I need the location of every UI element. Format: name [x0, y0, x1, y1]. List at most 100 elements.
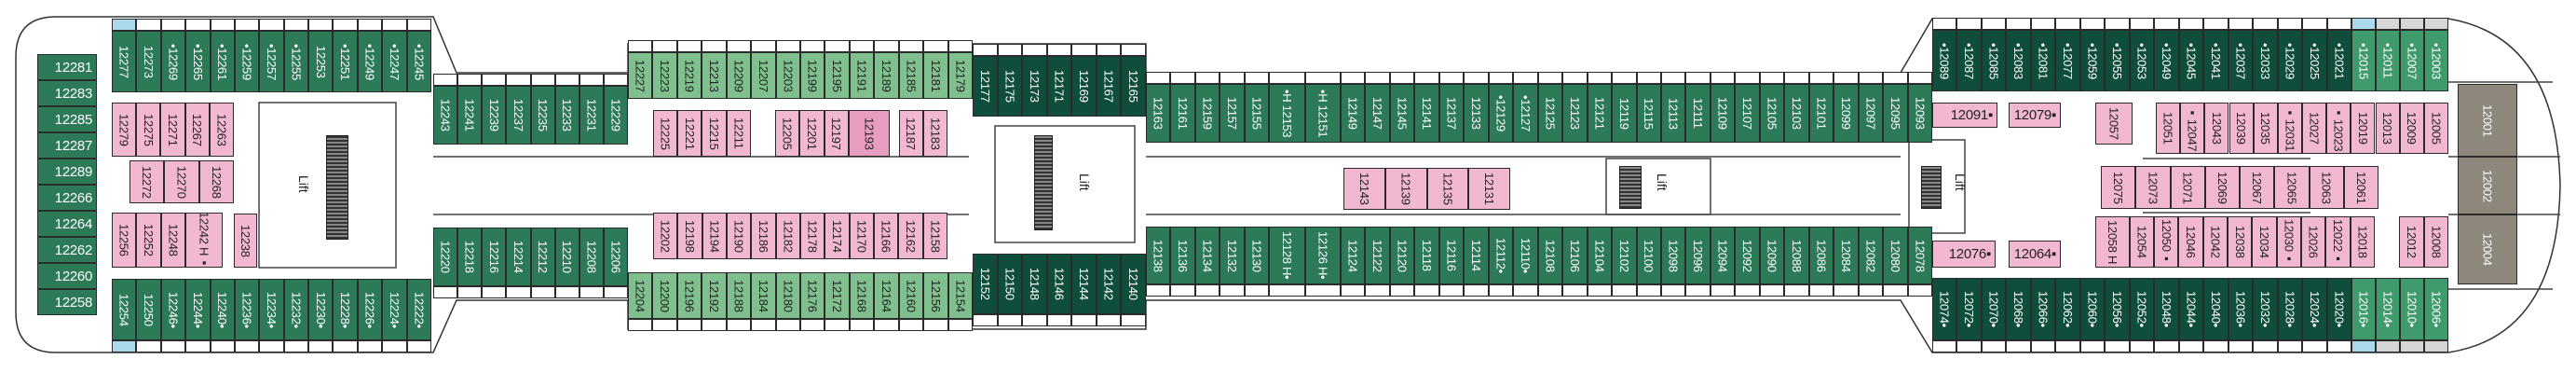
cabin-12003[interactable]: •12003: [2424, 30, 2448, 91]
cabin-12232[interactable]: 12232•: [283, 279, 309, 340]
cabin-12064[interactable]: 12064▪: [2009, 241, 2061, 268]
cabin-12012[interactable]: 12012: [2399, 216, 2424, 268]
cabin-12211[interactable]: 12211: [726, 110, 751, 157]
cabin-12182[interactable]: 12182: [775, 213, 800, 259]
cabin-12261[interactable]: •12261: [210, 31, 235, 92]
cabin-12159[interactable]: 12159: [1194, 84, 1220, 143]
cabin-12169[interactable]: 12169: [1071, 56, 1097, 117]
cabin-12216[interactable]: 12216: [482, 228, 507, 286]
cabin-12096[interactable]: 12096: [1685, 227, 1711, 284]
cabin-12007[interactable]: •12007: [2400, 30, 2424, 91]
cabin-12121[interactable]: 12121: [1587, 84, 1613, 143]
cabin-12031[interactable]: ▪12031: [2277, 103, 2302, 154]
cabin-12016[interactable]: 12016•: [2351, 278, 2376, 340]
cabin-12108[interactable]: 12108: [1537, 227, 1563, 284]
cabin-12107[interactable]: 12107: [1735, 84, 1760, 143]
cabin-12206[interactable]: 12206: [603, 228, 628, 286]
cabin-12099[interactable]: 12099: [1833, 84, 1859, 143]
cabin-12134[interactable]: 12134: [1194, 227, 1220, 284]
cabin-12063[interactable]: 12063: [2309, 166, 2344, 209]
cabin-12126[interactable]: 12126 H•: [1304, 227, 1341, 284]
cabin-12241[interactable]: 12241: [457, 86, 483, 145]
cabin-12080[interactable]: 12080: [1883, 227, 1908, 284]
cabin-12075[interactable]: 12075: [2101, 166, 2136, 209]
cabin-12289[interactable]: 12289: [37, 159, 97, 185]
cabin-12247[interactable]: •12247: [382, 31, 407, 92]
cabin-12181[interactable]: 12181: [923, 52, 948, 99]
cabin-12145[interactable]: 12145: [1389, 84, 1415, 143]
cabin-12156[interactable]: 12156: [923, 272, 948, 319]
cabin-12219[interactable]: 12219: [676, 52, 702, 99]
cabin-12222[interactable]: 12222•: [406, 279, 431, 340]
cabin-12149[interactable]: 12149: [1341, 84, 1366, 143]
cabin-12058[interactable]: 12058 H: [2095, 216, 2130, 268]
cabin-12059[interactable]: •12059: [2079, 30, 2106, 91]
cabin-12263[interactable]: 12263: [209, 103, 234, 157]
cabin-12060[interactable]: 12060•: [2079, 278, 2106, 340]
cabin-12193[interactable]: 12193: [848, 110, 891, 157]
cabin-12053[interactable]: •12053: [2129, 30, 2155, 91]
cabin-12082[interactable]: 12082: [1858, 227, 1884, 284]
cabin-12122[interactable]: 12122: [1365, 227, 1390, 284]
cabin-12088[interactable]: 12088: [1784, 227, 1809, 284]
cabin-12061[interactable]: 12061: [2343, 166, 2378, 209]
cabin-12148[interactable]: 12148: [1022, 254, 1047, 314]
cabin-12113[interactable]: 12113: [1660, 84, 1686, 143]
cabin-12045[interactable]: •12045: [2178, 30, 2204, 91]
cabin-12087[interactable]: •12087: [1956, 30, 1982, 91]
cabin-12204[interactable]: 12204: [628, 272, 653, 319]
cabin-12089[interactable]: •12089: [1932, 30, 1957, 91]
cabin-12010[interactable]: 12010•: [2400, 278, 2424, 340]
cabin-12124[interactable]: 12124: [1341, 227, 1366, 284]
cabin-12046[interactable]: 12046: [2178, 216, 2203, 268]
cabin-12030[interactable]: 12030▪: [2276, 216, 2302, 268]
cabin-12165[interactable]: 12165: [1121, 56, 1146, 117]
cabin-12055[interactable]: •12055: [2105, 30, 2130, 91]
cabin-12067[interactable]: 12067: [2240, 166, 2275, 209]
cabin-12246[interactable]: 12246•: [160, 279, 186, 340]
cabin-12146[interactable]: 12146: [1046, 254, 1072, 314]
cabin-12235[interactable]: 12235: [530, 86, 555, 145]
cabin-12132[interactable]: 12132: [1220, 227, 1245, 284]
cabin-12256[interactable]: 12256: [112, 213, 137, 268]
cabin-12262[interactable]: 12262: [37, 237, 97, 263]
cabin-12168[interactable]: 12168: [849, 272, 875, 319]
cabin-12153[interactable]: •H 12153: [1269, 84, 1305, 143]
cabin-12272[interactable]: 12272: [129, 160, 165, 203]
cabin-12004[interactable]: 12004: [2458, 214, 2517, 284]
cabin-12111[interactable]: 12111: [1685, 84, 1711, 143]
cabin-12135[interactable]: 12135: [1426, 168, 1469, 210]
cabin-12033[interactable]: •12033: [2253, 30, 2278, 91]
cabin-12115[interactable]: 12115: [1636, 84, 1661, 143]
cabin-12179[interactable]: 12179: [947, 52, 973, 99]
cabin-12037[interactable]: •12037: [2228, 30, 2254, 91]
cabin-12127[interactable]: •12127: [1513, 84, 1538, 143]
cabin-12129[interactable]: •12129: [1488, 84, 1514, 143]
cabin-12144[interactable]: 12144: [1071, 254, 1097, 314]
cabin-12015[interactable]: •12015: [2351, 30, 2376, 91]
cabin-12233[interactable]: 12233: [554, 86, 579, 145]
cabin-12022[interactable]: 12022▪: [2325, 216, 2351, 268]
cabin-12052[interactable]: 12052•: [2129, 278, 2155, 340]
cabin-12079[interactable]: 12079▪: [2009, 103, 2061, 128]
cabin-12086[interactable]: 12086: [1808, 227, 1834, 284]
cabin-12014[interactable]: 12014•: [2376, 278, 2400, 340]
cabin-12269[interactable]: •12269: [160, 31, 186, 92]
cabin-12240[interactable]: 12240•: [210, 279, 235, 340]
cabin-12244[interactable]: 12244•: [185, 279, 211, 340]
cabin-12229[interactable]: 12229: [603, 86, 628, 145]
cabin-12287[interactable]: 12287: [37, 132, 97, 159]
cabin-12194[interactable]: 12194: [702, 213, 727, 259]
cabin-12283[interactable]: 12283: [37, 80, 97, 106]
cabin-12238[interactable]: 12238: [234, 214, 257, 268]
cabin-12154[interactable]: 12154: [947, 272, 973, 319]
cabin-12161[interactable]: 12161: [1170, 84, 1195, 143]
cabin-12143[interactable]: 12143: [1343, 168, 1385, 210]
cabin-12254[interactable]: 12254: [112, 279, 137, 340]
cabin-12025[interactable]: •12025: [2302, 30, 2327, 91]
cabin-12251[interactable]: •12251: [333, 31, 358, 92]
cabin-12237[interactable]: 12237: [506, 86, 531, 145]
cabin-12131[interactable]: 12131: [1468, 168, 1510, 210]
cabin-12039[interactable]: 12039: [2228, 103, 2254, 154]
cabin-12102[interactable]: 12102: [1612, 227, 1637, 284]
